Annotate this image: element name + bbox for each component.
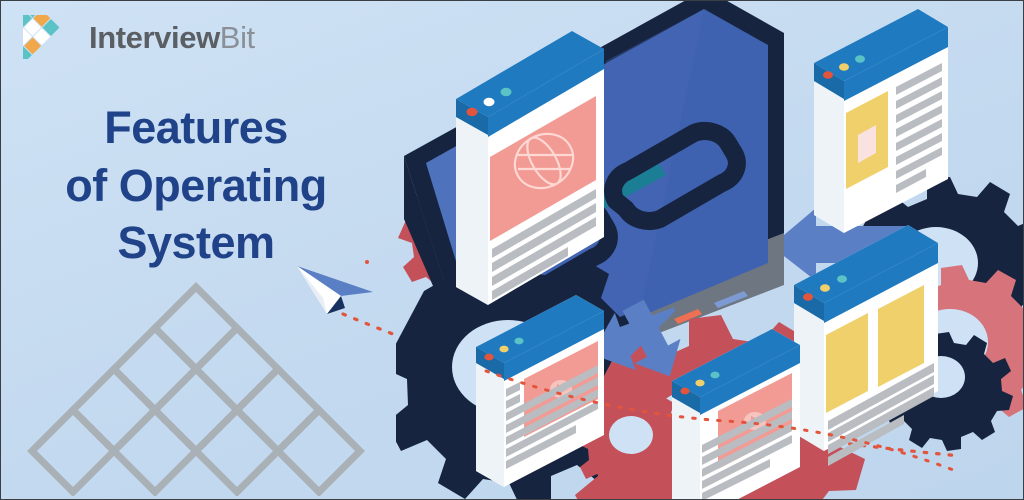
interviewbit-diamond-logo-icon <box>14 1 79 64</box>
card-text-lines <box>506 365 598 469</box>
diamond-grid-pattern <box>11 281 391 497</box>
window-dot-close <box>823 71 833 79</box>
window-dot-maximize <box>837 275 847 283</box>
globe-icon <box>513 132 575 190</box>
arrow-blue-up <box>622 299 681 377</box>
window-dot-maximize <box>855 55 865 63</box>
monitor-power-led <box>674 309 702 324</box>
browser-card-video-right <box>672 329 800 499</box>
dotted-flight-path-continued <box>484 369 958 473</box>
card-text-lines <box>828 363 934 466</box>
browser-card-video-left <box>476 295 604 487</box>
page-title-line-1: Features <box>104 102 288 153</box>
arrow-blue-left <box>591 307 675 371</box>
window-dot-maximize <box>710 371 720 379</box>
window-dot-close <box>803 293 813 301</box>
window-dot-minimize <box>839 63 849 71</box>
brand-name-secondary: Bit <box>219 19 255 55</box>
browser-card-image-right <box>814 9 948 233</box>
card-text-lines <box>702 399 792 499</box>
window-dot-maximize <box>500 87 512 97</box>
card-text-lines <box>492 189 596 300</box>
monitor-status-led <box>714 291 748 308</box>
operating-system-isometric-illustration <box>383 1 1023 499</box>
window-dot-close <box>484 353 494 361</box>
window-dot-minimize <box>695 379 705 387</box>
page-title: Features of Operating System <box>1 99 391 272</box>
interviewbit-logo[interactable]: Interview Bit <box>14 1 255 64</box>
interviewbit-wordmark: Interview Bit <box>89 22 255 53</box>
card-panel-left <box>826 313 868 413</box>
card-panel-right <box>878 285 924 387</box>
window-dot-minimize <box>499 345 509 353</box>
window-dot-maximize <box>514 337 524 345</box>
browser-card-globe <box>456 31 604 305</box>
window-dot-minimize <box>820 284 830 292</box>
illustration-alt-text: operating-system-isometric-illustration <box>1 1 2 2</box>
window-dot-close <box>466 107 478 117</box>
page-title-line-2: of Operating <box>65 159 327 211</box>
gear-red-small-bottom <box>578 394 698 499</box>
window-dot-minimize <box>483 97 495 107</box>
card-text-lines <box>896 63 942 193</box>
window-dot-close <box>680 387 690 395</box>
brand-name-primary: Interview <box>89 19 220 55</box>
paper-plane-icon <box>297 266 373 314</box>
browser-card-two-panels <box>794 225 938 466</box>
page-title-line-3: System <box>117 217 275 269</box>
